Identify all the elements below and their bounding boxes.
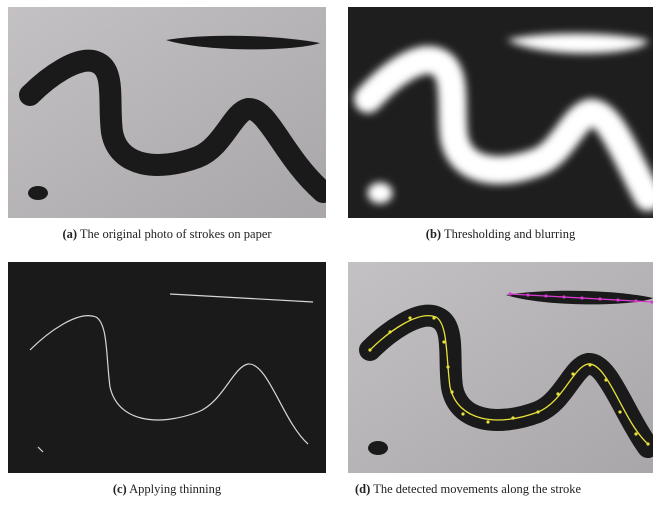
caption-d: (d) The detected movements along the str… [355,481,647,498]
panel-c-thinning [8,262,326,473]
caption-a: (a) The original photo of strokes on pap… [8,226,326,243]
caption-c: (c) Applying thinning [8,481,326,498]
caption-b: (b) Thresholding and blurring [348,226,653,243]
panel-a-photo [8,7,326,218]
panel-b-threshold [348,7,653,218]
panel-d-movements [348,262,653,473]
ink-blot [28,186,48,200]
